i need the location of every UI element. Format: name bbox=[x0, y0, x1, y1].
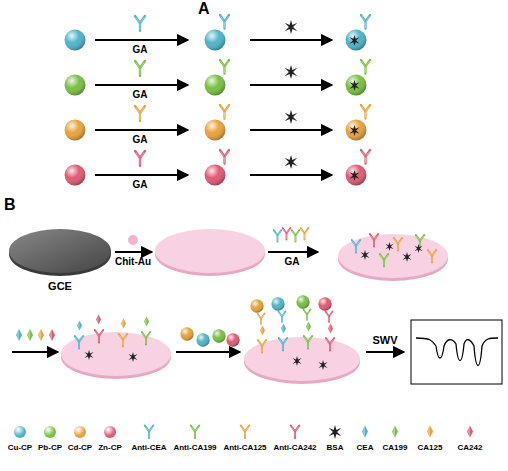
legend-label: Cu-CP bbox=[8, 443, 32, 452]
panel-letter: B bbox=[4, 196, 16, 214]
legend-label: Pb-CP bbox=[38, 443, 62, 452]
legend-swatch bbox=[44, 426, 56, 438]
legend-label: BSA bbox=[327, 443, 344, 452]
legend-label: Zn-CP bbox=[98, 443, 122, 452]
legend-swatch bbox=[14, 426, 26, 438]
legend-swatch bbox=[74, 426, 86, 438]
legend-swatch bbox=[104, 426, 116, 438]
legend-label: CEA bbox=[357, 443, 374, 452]
legend-label: Cd-CP bbox=[68, 443, 92, 452]
step-label: GA bbox=[133, 89, 148, 100]
step-label: GA bbox=[133, 179, 148, 190]
legend-label: Anti-CEA bbox=[131, 443, 166, 452]
step-label: GA bbox=[133, 134, 148, 145]
step-label: GA bbox=[133, 44, 148, 55]
step-label: Chit-Au bbox=[115, 256, 151, 267]
legend-label: CA199 bbox=[383, 443, 408, 452]
electrode-disk: GCE bbox=[8, 226, 112, 296]
step-label: GA bbox=[285, 256, 300, 267]
legend-label: CA125 bbox=[418, 443, 443, 452]
legend-label: Anti-CA199 bbox=[173, 443, 216, 452]
panel-letter: A bbox=[198, 0, 210, 18]
legend-label: CA242 bbox=[458, 443, 483, 452]
legend-label: Anti-CA125 bbox=[223, 443, 266, 452]
step-label: SWV bbox=[372, 334, 397, 346]
electrode-label: GCE bbox=[48, 280, 72, 292]
legend-label: Anti-CA242 bbox=[273, 443, 316, 452]
